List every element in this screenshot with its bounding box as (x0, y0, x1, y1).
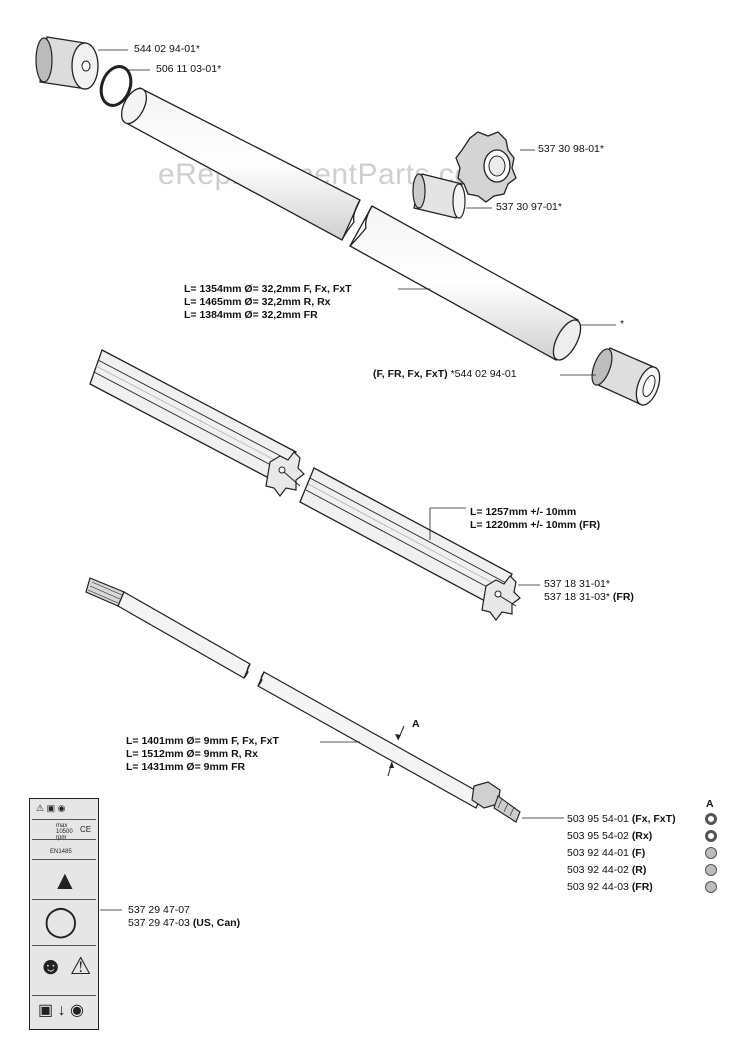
warning-triangle-icon: ⚠ ▣ ◉ (36, 803, 66, 813)
hazard-triangle-icon: ▲ (52, 865, 78, 895)
shaft-part-row: 503 95 54-01 (Fx, FxT) (567, 813, 676, 825)
label-tube-star: * (620, 318, 625, 330)
drive-tube-upper (120, 87, 361, 241)
shaft-part-row: 503 95 54-02 (Rx) (567, 830, 653, 842)
shaft-part-row: 503 92 44-03 (FR) (567, 881, 653, 893)
standard-text: EN1485 (50, 849, 72, 855)
decal-part-row: 537 29 47-03 (US, Can) (128, 917, 241, 929)
tube-spec-row: L= 1384mm Ø= 32,2mm FR (184, 309, 318, 321)
end-cap-top (35, 36, 99, 90)
shaft-part-row: 503 92 44-01 (F) (567, 847, 646, 859)
liner-spec-row: L= 1220mm +/- 10mm (FR) (470, 519, 601, 531)
protective-gear-icon: ☻ ⚠ (38, 953, 92, 980)
warning-decal: ⚠ ▣ ◉ max 10500 rpm CE EN1485 ▲ ◯ ☻ ⚠ ▣ … (29, 798, 99, 1030)
safety-distance-icon: ◯ (44, 905, 78, 938)
decal-part-row: 537 29 47-07 (128, 904, 190, 916)
label-oring: 506 11 03-01* (156, 63, 222, 75)
rpm-text: max 10500 rpm (56, 823, 73, 841)
label-collar: 537 30 97-01* (496, 201, 562, 213)
manual-icon: ▣ ↓ ◉ (38, 1002, 84, 1019)
tube-spec-row: L= 1465mm Ø= 32,2mm R, Rx (184, 296, 331, 308)
clamp-nut (455, 131, 517, 203)
ring-washer-symbol (705, 813, 717, 825)
liner-lower (299, 467, 521, 621)
shaft-spec-row: L= 1401mm Ø= 9mm F, Fx, FxT (126, 735, 279, 747)
drive-tube-lower (349, 205, 582, 361)
liner-part-row: 537 18 31-03* (FR) (544, 591, 634, 603)
ce-mark: CE (80, 825, 92, 834)
dimension-marker: A (412, 718, 420, 730)
collar (412, 173, 466, 219)
drive-shaft-upper (85, 577, 251, 679)
tube-spec-row: L= 1354mm Ø= 32,2mm F, Fx, FxT (184, 283, 352, 295)
label-cap-top: 544 02 94-01* (134, 43, 200, 55)
ring-washer-symbol (705, 830, 717, 842)
drive-shaft-lower (257, 671, 521, 823)
disc-symbol (705, 864, 717, 876)
shaft-spec-row: L= 1512mm Ø= 9mm R, Rx (126, 748, 258, 760)
label-cap-bottom: (F, FR, Fx, FxT) *544 02 94-01 (373, 368, 517, 380)
end-cap-bottom (591, 347, 661, 406)
shaft-spec-row: L= 1431mm Ø= 9mm FR (126, 761, 246, 773)
dimension-a (387, 725, 405, 777)
disc-symbol (705, 881, 717, 893)
o-ring (99, 65, 133, 107)
liner-upper (89, 349, 305, 497)
shaft-parts-header: A (706, 798, 714, 810)
label-nut: 537 30 98-01* (538, 143, 604, 155)
liner-spec-row: L= 1257mm +/- 10mm (470, 506, 577, 518)
shaft-part-row: 503 92 44-02 (R) (567, 864, 647, 876)
disc-symbol (705, 847, 717, 859)
liner-part-row: 537 18 31-01* (544, 578, 610, 590)
